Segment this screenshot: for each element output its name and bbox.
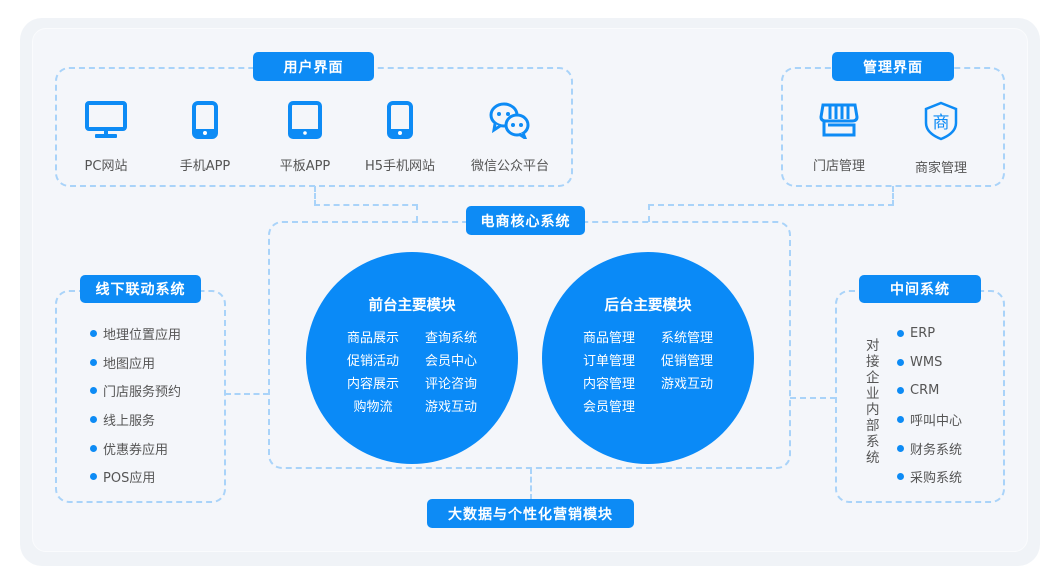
back-module-item: 促销管理 (660, 354, 713, 369)
list-item: WMS (897, 348, 962, 377)
list-item-label: WMS (910, 354, 943, 370)
front-module-item: 评论咨询 (424, 377, 477, 392)
list-item-label: 地图应用 (103, 356, 156, 372)
bullet-icon (90, 415, 97, 423)
bullet-icon (897, 473, 904, 481)
ui-item-label: H5手机网站 (364, 159, 436, 174)
middle-list: ERP WMS CRM 呼叫中心 财务系统 采购系统 (897, 319, 962, 491)
ui-item-label: 微信公众平台 (470, 159, 549, 174)
front-module-circle: 前台主要模块 商品展示 查询系统 促销活动 会员中心 内容展示 评论咨询 购物流… (306, 252, 518, 464)
list-item-label: 呼叫中心 (910, 413, 963, 429)
bullet-icon (90, 329, 97, 337)
connector (225, 393, 269, 395)
list-item: 采购系统 (897, 462, 962, 491)
svg-text:商: 商 (933, 113, 950, 133)
ui-item-pc: PC网站 (51, 101, 161, 174)
ui-item-h5: H5手机网站 (345, 101, 455, 174)
bullet-icon (897, 387, 904, 395)
offline-list: 地理位置应用 地图应用 门店服务预约 线上服务 优惠券应用 POS应用 (90, 319, 181, 491)
list-item: 财务系统 (897, 434, 962, 463)
back-module-item: 游戏互动 (660, 377, 713, 392)
back-module-item: 系统管理 (660, 331, 713, 346)
list-item-label: 优惠券应用 (103, 442, 169, 458)
bullet-icon (90, 387, 97, 395)
admin-interface-title: 管理界面 (832, 52, 954, 81)
merchant-shield-icon: 商 (924, 101, 958, 141)
back-module-item: 商品管理 (582, 331, 635, 346)
list-item: CRM (897, 376, 962, 405)
connector (314, 204, 418, 206)
list-item-label: POS应用 (103, 471, 156, 487)
back-module-title: 后台主要模块 (604, 298, 692, 314)
bigdata-module-title: 大数据与个性化营销模块 (427, 499, 634, 528)
bullet-icon (897, 415, 904, 423)
front-module-item: 内容展示 (346, 377, 399, 392)
list-item: 优惠券应用 (90, 434, 181, 463)
ui-item-wechat: 微信公众平台 (455, 101, 565, 174)
list-item-label: 线上服务 (103, 413, 156, 429)
ui-item-app: 手机APP (150, 101, 260, 174)
front-module-item: 商品展示 (346, 331, 399, 346)
list-item: 地理位置应用 (90, 319, 181, 348)
admin-item-merchant: 商 商家管理 (886, 101, 996, 176)
ui-item-label: 手机APP (179, 159, 231, 174)
connector (892, 186, 894, 206)
phone-icon (387, 101, 413, 139)
back-module-item: 订单管理 (582, 354, 635, 369)
admin-item-store: 门店管理 (784, 101, 894, 174)
list-item-label: 采购系统 (910, 471, 963, 487)
back-module-item: 会员管理 (582, 400, 635, 415)
list-item-label: ERP (910, 325, 936, 341)
list-item: 线上服务 (90, 405, 181, 434)
list-item-label: 财务系统 (910, 442, 963, 458)
front-module-title: 前台主要模块 (368, 298, 456, 314)
list-item: 门店服务预约 (90, 376, 181, 405)
list-item: 地图应用 (90, 348, 181, 377)
list-item: POS应用 (90, 462, 181, 491)
user-interface-title: 用户界面 (253, 52, 374, 81)
offline-system-title: 线下联动系统 (80, 275, 201, 303)
store-icon (819, 103, 859, 137)
middle-system-title: 中间系统 (859, 275, 981, 303)
bullet-icon (90, 473, 97, 481)
list-item: ERP (897, 319, 962, 348)
bullet-icon (897, 358, 904, 366)
phone-icon (192, 101, 218, 139)
front-module-item: 会员中心 (424, 354, 477, 369)
back-module-circle: 后台主要模块 商品管理 系统管理 订单管理 促销管理 内容管理 游戏互动 会员管… (542, 252, 754, 464)
connector (416, 204, 418, 222)
admin-item-label: 商家管理 (914, 161, 967, 176)
connector (648, 204, 650, 222)
ui-item-label: PC网站 (84, 159, 128, 174)
connector (530, 468, 532, 500)
front-module-list: 商品展示 查询系统 促销活动 会员中心 内容展示 评论咨询 购物流 游戏互动 (306, 327, 518, 415)
bullet-icon (897, 444, 904, 452)
list-item-label: CRM (910, 383, 940, 399)
list-item-label: 门店服务预约 (103, 385, 182, 401)
middle-side-label: 对接企业内部系统 (866, 338, 880, 466)
ui-item-label: 平板APP (279, 159, 331, 174)
admin-item-label: 门店管理 (812, 159, 865, 174)
connector (790, 397, 836, 399)
back-module-item: 内容管理 (582, 377, 635, 392)
front-module-item: 游戏互动 (424, 400, 477, 415)
monitor-icon (85, 101, 127, 138)
tablet-icon (288, 101, 322, 139)
bullet-icon (897, 329, 904, 337)
list-item: 呼叫中心 (897, 405, 962, 434)
bullet-icon (90, 358, 97, 366)
back-module-list: 商品管理 系统管理 订单管理 促销管理 内容管理 游戏互动 会员管理 (542, 327, 754, 415)
list-item-label: 地理位置应用 (103, 327, 182, 343)
connector (314, 186, 316, 206)
bullet-icon (90, 444, 97, 452)
front-module-item: 促销活动 (346, 354, 399, 369)
connector (648, 204, 894, 206)
wechat-icon (489, 102, 530, 139)
front-module-item: 查询系统 (424, 331, 477, 346)
front-module-item: 购物流 (353, 400, 393, 415)
ui-item-tablet: 平板APP (250, 101, 360, 174)
core-system-title: 电商核心系统 (466, 206, 585, 235)
